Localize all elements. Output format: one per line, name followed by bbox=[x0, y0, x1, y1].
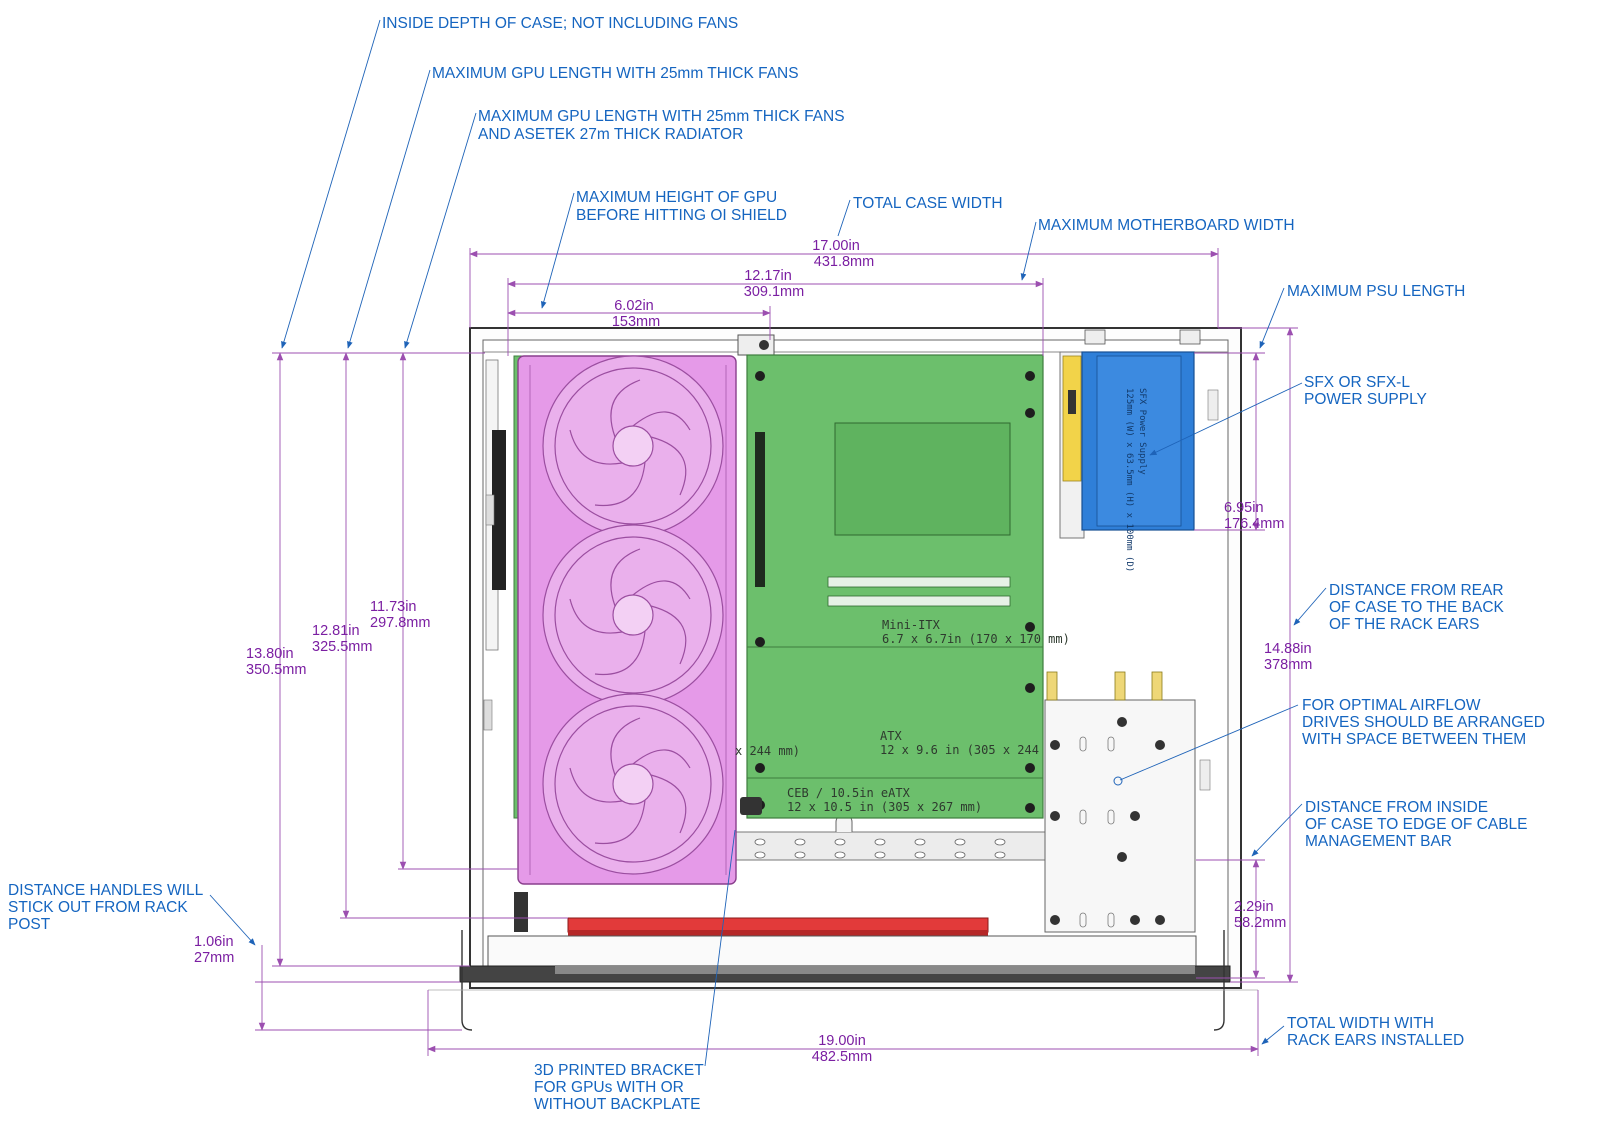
dim-gpu-height: 6.02in 153mm bbox=[507, 298, 771, 340]
callout-cable-1: DISTANCE FROM INSIDE bbox=[1305, 799, 1488, 816]
dim-gpu-len-rad: 11.73in 297.8mm bbox=[370, 352, 518, 870]
front-fans bbox=[487, 892, 1197, 967]
motherboard: Mini-ITX 6.7 x 6.7in (170 x 170 mm) ATX … bbox=[746, 354, 1070, 819]
dim-motherboard-width: 12.17in 309.1mm bbox=[507, 268, 1044, 356]
case-width-mm: 431.8mm bbox=[814, 254, 874, 270]
psu-spec: 125mm (W) x 63.5mm (H) x 100mm (D) bbox=[1124, 388, 1134, 572]
callout-rear-1: DISTANCE FROM REAR bbox=[1329, 582, 1504, 599]
psu: SFX Power Supply 125mm (W) x 63.5mm (H) … bbox=[1059, 351, 1195, 572]
dim-handles: 1.06in 27mm bbox=[194, 934, 462, 1031]
dim-case-width: 17.00in 431.8mm bbox=[469, 238, 1219, 328]
ceb-size: 12 x 10.5 in (305 x 267 mm) bbox=[787, 800, 982, 814]
gpu-len-fans-in: 12.81in bbox=[312, 623, 360, 639]
psu-length-mm: 176.4mm bbox=[1224, 516, 1284, 532]
mb-width-mm: 309.1mm bbox=[744, 284, 804, 300]
cable-management-bar bbox=[734, 813, 1046, 861]
callout-gpu-len-rad-1: MAXIMUM GPU LENGTH WITH 25mm THICK FANS bbox=[478, 108, 845, 125]
ears-width-in: 19.00in bbox=[818, 1033, 866, 1049]
cable-bar-mm: 58.2mm bbox=[1234, 915, 1286, 931]
inside-depth-in: 13.80in bbox=[246, 646, 294, 662]
callout-inside-depth: INSIDE DEPTH OF CASE; NOT INCLUDING FANS bbox=[382, 15, 738, 32]
cable-bar-in: 2.29in bbox=[1234, 899, 1274, 915]
dim-cable-bar: 2.29in 58.2mm bbox=[1196, 859, 1286, 979]
callout-gpu-height-1: MAXIMUM HEIGHT OF GPU bbox=[576, 189, 777, 206]
gpu-len-fans-mm: 325.5mm bbox=[312, 639, 372, 655]
front-rack-panel bbox=[428, 930, 1258, 1031]
callout-rear-3: OF THE RACK EARS bbox=[1329, 616, 1479, 633]
callout-total-width: TOTAL CASE WIDTH bbox=[853, 195, 1003, 212]
mb-width-in: 12.17in bbox=[744, 268, 792, 284]
callout-cable-3: MANAGEMENT BAR bbox=[1305, 833, 1452, 850]
callout-handles-1: DISTANCE HANDLES WILL bbox=[8, 882, 204, 899]
case-width-in: 17.00in bbox=[812, 238, 860, 254]
dim-rear-to-ears: 14.88in 378mm bbox=[1218, 327, 1312, 983]
drive-bay bbox=[1044, 671, 1196, 933]
handles-in: 1.06in bbox=[194, 934, 234, 950]
dim-ears-width: 19.00in 482.5mm bbox=[427, 990, 1259, 1065]
atx-size: 12 x 9.6 in (305 x 244 mm) bbox=[880, 743, 1068, 757]
callout-handles-2: STICK OUT FROM RACK bbox=[8, 899, 188, 916]
atx-label: ATX bbox=[880, 729, 902, 743]
handles-mm: 27mm bbox=[194, 950, 234, 966]
callout-ears-2: RACK EARS INSTALLED bbox=[1287, 1032, 1464, 1049]
callout-gpu-len-fans: MAXIMUM GPU LENGTH WITH 25mm THICK FANS bbox=[432, 65, 799, 82]
callout-airflow-1: FOR OPTIMAL AIRFLOW bbox=[1302, 697, 1481, 714]
rear-to-ears-in: 14.88in bbox=[1264, 641, 1312, 657]
psu-label: SFX Power Supply bbox=[1137, 388, 1147, 475]
ears-width-mm: 482.5mm bbox=[812, 1049, 872, 1065]
psu-length-in: 6.95in bbox=[1224, 500, 1264, 516]
ceb-label: CEB / 10.5in eATX bbox=[787, 786, 911, 800]
callout-ears-1: TOTAL WIDTH WITH bbox=[1287, 1015, 1434, 1032]
callout-mb-width: MAXIMUM MOTHERBOARD WIDTH bbox=[1038, 217, 1295, 234]
gpu-len-rad-in: 11.73in bbox=[370, 599, 417, 615]
callout-rear-2: OF CASE TO THE BACK bbox=[1329, 599, 1505, 616]
callout-airflow-2: DRIVES SHOULD BE ARRANGED bbox=[1302, 714, 1545, 731]
gpu-len-rad-mm: 297.8mm bbox=[370, 615, 430, 631]
callout-bracket-2: FOR GPUs WITH OR bbox=[534, 1079, 684, 1096]
callout-gpu-len-rad-2: AND ASETEK 27m THICK RADIATOR bbox=[478, 126, 743, 143]
dim-inside-depth: 13.80in 350.5mm bbox=[246, 352, 485, 967]
callout-bracket-3: WITHOUT BACKPLATE bbox=[534, 1096, 701, 1113]
callout-gpu-height-2: BEFORE HITTING OI SHIELD bbox=[576, 207, 787, 224]
itx-size: 6.7 x 6.7in (170 x 170 mm) bbox=[882, 632, 1070, 646]
callout-handles-3: POST bbox=[8, 916, 51, 933]
inside-depth-mm: 350.5mm bbox=[246, 662, 306, 678]
leader-lines bbox=[209, 19, 1327, 1067]
dim-psu-length: 6.95in 176.4mm bbox=[1194, 352, 1284, 532]
callout-cable-2: OF CASE TO EDGE OF CABLE bbox=[1305, 816, 1528, 833]
callout-psu-2: POWER SUPPLY bbox=[1304, 391, 1427, 408]
itx-label: Mini-ITX bbox=[882, 618, 941, 632]
callout-psu-1: SFX OR SFX-L bbox=[1304, 374, 1410, 391]
rear-to-ears-mm: 378mm bbox=[1264, 657, 1312, 673]
gpu-height-in: 6.02in bbox=[614, 298, 654, 314]
callouts: INSIDE DEPTH OF CASE; NOT INCLUDING FANS… bbox=[8, 15, 1545, 1113]
atx-partial-label: x 244 mm) bbox=[735, 744, 800, 758]
callout-bracket-1: 3D PRINTED BRACKET bbox=[534, 1062, 704, 1079]
callout-psu-length: MAXIMUM PSU LENGTH bbox=[1287, 283, 1465, 300]
callout-airflow-3: WITH SPACE BETWEEN THEM bbox=[1302, 731, 1526, 748]
gpu-height-mm: 153mm bbox=[612, 314, 660, 330]
gpu: x 244 mm) bbox=[513, 355, 800, 885]
dim-gpu-len-fans: 12.81in 325.5mm bbox=[312, 352, 568, 919]
